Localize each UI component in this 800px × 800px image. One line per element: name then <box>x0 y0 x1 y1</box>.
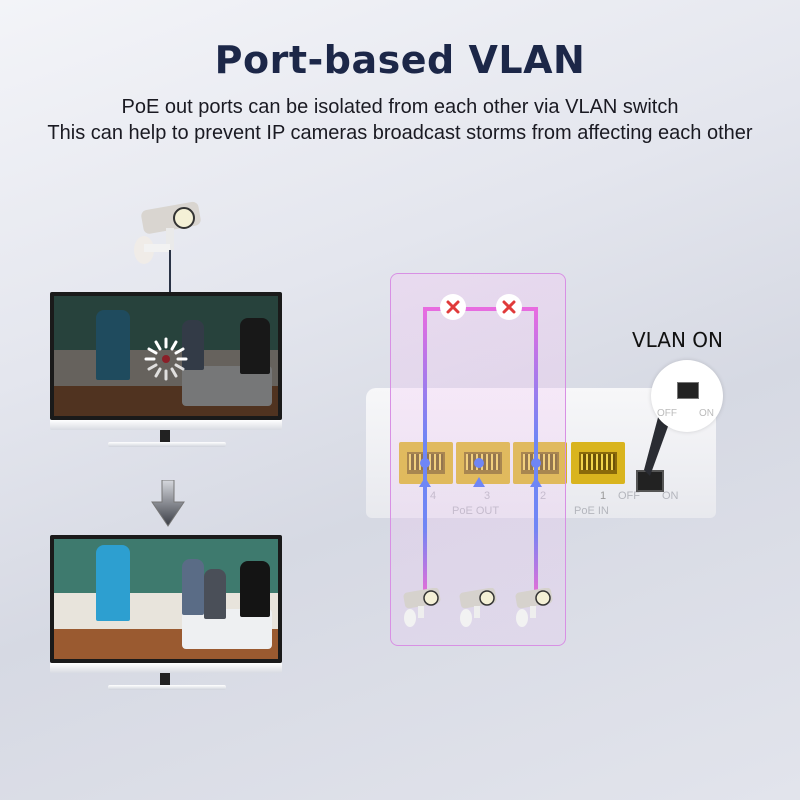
down-arrow-icon <box>151 480 185 527</box>
ip-camera-top <box>130 200 210 300</box>
zoom-on-label: ON <box>699 408 714 419</box>
vlan-on-label: VLAN ON <box>632 328 723 352</box>
port-1 <box>571 442 625 484</box>
subtitle-line-2: This can help to prevent IP cameras broa… <box>47 122 753 144</box>
monitor-screen <box>50 292 282 420</box>
page-title: Port-based VLAN <box>214 38 586 82</box>
loading-spinner-icon <box>144 337 188 381</box>
subtitle-line-1: PoE out ports can be isolated from each … <box>121 96 679 118</box>
x-icon <box>502 300 516 314</box>
switch-off-label: OFF <box>618 490 640 502</box>
monitor-screen <box>50 535 282 663</box>
poe-in-label: PoE IN <box>574 505 609 517</box>
zoom-off-label: OFF <box>657 408 677 419</box>
port-1-label: 1 <box>600 490 607 502</box>
callout-pointer <box>644 410 674 476</box>
isolation-mark-1 <box>440 294 466 320</box>
vlan-switch-magnified <box>677 382 699 399</box>
x-icon <box>446 300 460 314</box>
switch-on-label: ON <box>662 490 679 502</box>
port-2-label: 2 <box>540 490 546 502</box>
vlan-switch-zoom: OFF ON <box>651 360 723 432</box>
isolation-mark-2 <box>496 294 522 320</box>
